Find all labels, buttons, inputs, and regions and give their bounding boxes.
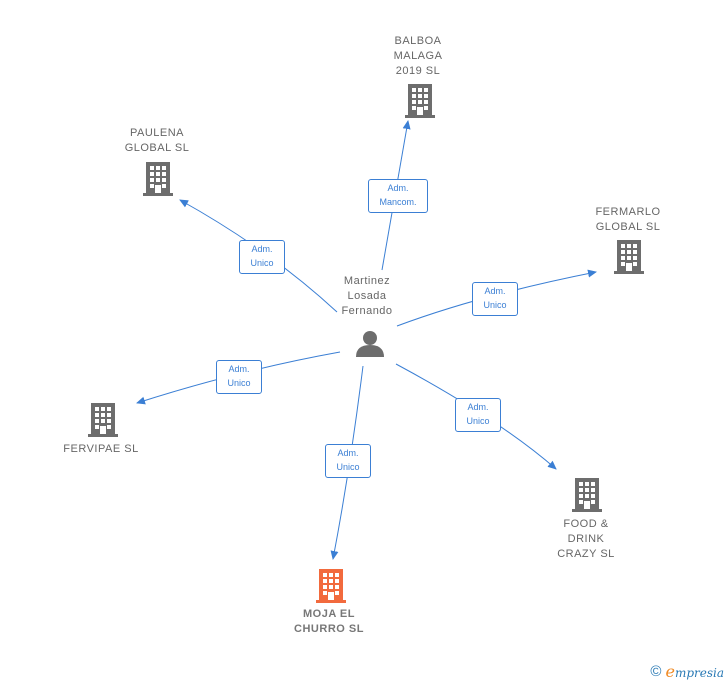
building-icon-moja[interactable] (316, 569, 346, 603)
person-name: Martinez Losada Fernando (341, 275, 393, 317)
relation-label-fervipae: Adm. Unico (216, 360, 262, 394)
person-icon[interactable] (356, 331, 384, 357)
relation-label-fermarlo: Adm. Unico (472, 282, 518, 316)
relation-label-food: Adm. Unico (455, 398, 501, 432)
building-icon-food[interactable] (572, 478, 602, 512)
copyright-symbol: © (650, 663, 662, 680)
building-icon-balboa[interactable] (405, 84, 435, 118)
company-name-fermarlo: FERMARLO GLOBAL SL (595, 206, 661, 233)
company-name-food: FOOD & DRINK CRAZY SL (557, 518, 615, 560)
relation-label-moja: Adm. Unico (325, 444, 371, 478)
building-icon-fermarlo[interactable] (614, 240, 644, 274)
building-icon-fervipae[interactable] (88, 403, 118, 437)
building-icon-paulena[interactable] (143, 162, 173, 196)
footer-credit: © empresia (650, 662, 724, 681)
brand-logo: empresia (665, 662, 724, 681)
relation-label-balboa: Adm. Mancom. (368, 179, 428, 213)
company-name-moja: MOJA EL CHURRO SL (294, 608, 364, 635)
brand-e-letter: e (665, 662, 675, 681)
relation-label-paulena: Adm. Unico (239, 240, 285, 274)
company-name-balboa: BALBOA MALAGA 2019 SL (393, 35, 443, 77)
brand-name: mpresia (674, 666, 724, 680)
company-name-fervipae: FERVIPAE SL (63, 443, 139, 455)
company-name-paulena: PAULENA GLOBAL SL (124, 127, 190, 154)
icons (88, 84, 644, 603)
